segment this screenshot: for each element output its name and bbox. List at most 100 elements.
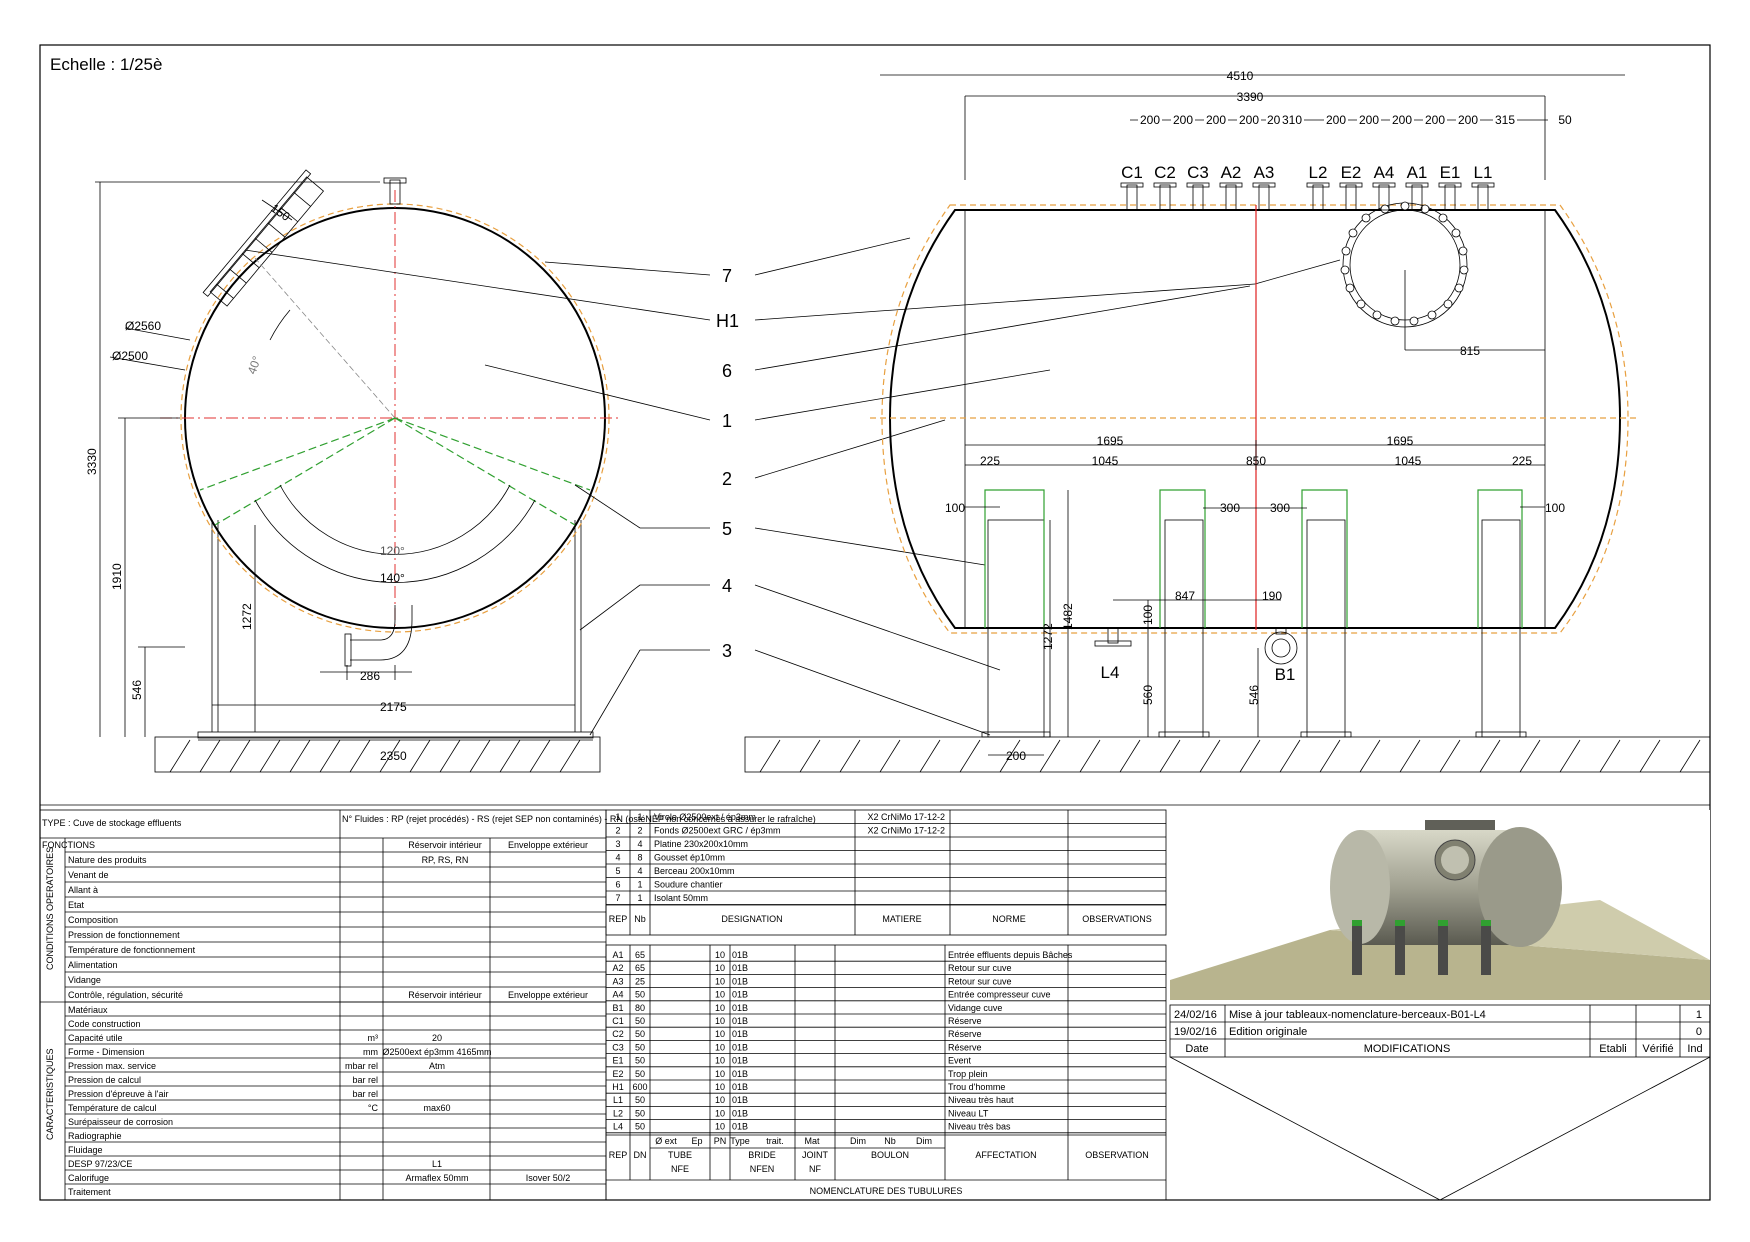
spec-row2-label: Pression d'épreuve à l'air: [68, 1089, 169, 1099]
nozzle-row-type: 01B: [732, 1122, 748, 1132]
dim-225-left: 225: [980, 454, 1000, 468]
nozzle-header-mat: Mat: [804, 1136, 820, 1146]
nozzle-header-trait: trait.: [766, 1136, 784, 1146]
spacing-11: 200: [1458, 113, 1478, 127]
ground-slab-right: [744, 736, 1711, 773]
nozzle-row-pn: 10: [715, 1095, 725, 1105]
callout-6: 6: [722, 361, 732, 381]
dim-1272: 1272: [240, 603, 254, 630]
spec-row2-unit: m³: [368, 1033, 379, 1043]
spec-row2-label: Pression max. service: [68, 1061, 156, 1071]
mod-header-modifications: MODIFICATIONS: [1364, 1043, 1451, 1055]
nozzle-row-dn: 50: [635, 1042, 645, 1052]
spacing-7: 200: [1326, 113, 1346, 127]
parts-row-designation: Isolant 50mm: [654, 893, 708, 903]
nozzle-row-type: 01B: [732, 990, 748, 1000]
nozzle-row-pn: 10: [715, 963, 725, 973]
nozzle-row-type: 01B: [732, 1029, 748, 1039]
nozzle-row-affectation: Niveau LT: [948, 1108, 989, 1118]
nozzle-sub-tube: NFE: [671, 1164, 689, 1174]
spec-row2-unit: bar rel: [352, 1075, 378, 1085]
nozzle-c3: C3: [1187, 163, 1209, 182]
dim-546: 546: [130, 680, 144, 700]
manhole-side: [202, 169, 325, 307]
spacing-9: 200: [1392, 113, 1412, 127]
nozzle-l1: L1: [1474, 163, 1493, 182]
dim-225-right: 225: [1512, 454, 1532, 468]
parts-row-nb: 4: [637, 839, 642, 849]
drawing-frame: [39, 44, 1711, 1201]
nozzle-header-dn: DN: [634, 1150, 647, 1160]
spec-row2-label: Température de calcul: [68, 1103, 157, 1113]
nozzle-row-affectation: Trou d'homme: [948, 1082, 1005, 1092]
parts-header-nb: Nb: [634, 914, 646, 924]
nozzle-row-rep: C2: [612, 1029, 624, 1039]
mod-header-etabli: Etabli: [1599, 1043, 1627, 1055]
dim-1482: 1482: [1061, 603, 1075, 630]
spec-row2-label: Code construction: [68, 1019, 141, 1029]
mod-row1-date: 24/02/16: [1174, 1009, 1217, 1021]
callout-4: 4: [722, 576, 732, 596]
spec-section-caracteristiques: CARACTERISTIQUES: [45, 1048, 55, 1140]
spec-row1-label: Vidange: [68, 975, 101, 985]
nozzle-row-affectation: Niveau très haut: [948, 1095, 1014, 1105]
callout-leaders: [244, 237, 1341, 736]
nozzle-row-dn: 65: [635, 963, 645, 973]
nozzle-header-boulon: BOULON: [871, 1150, 909, 1160]
nozzle-row-dn: 600: [632, 1082, 647, 1092]
dim-200: 200: [1006, 749, 1026, 763]
nozzle-row-pn: 10: [715, 1108, 725, 1118]
mod-header-date: Date: [1185, 1043, 1208, 1055]
nozzle-row-rep: C1: [612, 1016, 624, 1026]
nozzle-row-rep: A4: [612, 990, 623, 1000]
nozzle-row-dn: 50: [635, 1069, 645, 1079]
nozzle-header-rep: REP: [609, 1150, 628, 1160]
nozzle-row-dn: 50: [635, 1108, 645, 1118]
angle-140: 140°: [380, 571, 405, 585]
parts-row-nb: 1: [637, 812, 642, 822]
dim-d2560: Ø2560: [125, 319, 161, 333]
nozzle-row-pn: 10: [715, 990, 725, 1000]
spec-row2-unit: °C: [368, 1103, 379, 1113]
nozzle-header-ep: Ep: [691, 1136, 702, 1146]
dim-100-vertical: 100: [1141, 605, 1155, 625]
spec-fluids: N° Fluides : RP (rejet procédés) - RS (r…: [342, 814, 816, 824]
parts-row-matiere: X2 CrNiMo 17-12-2: [867, 826, 945, 836]
dim-1045-right: 1045: [1395, 454, 1422, 468]
ground-hatch-left: [169, 739, 581, 773]
spec-row1-label: Allant à: [68, 885, 98, 895]
parts-row-rep: 1: [615, 812, 620, 822]
parts-row-designation: Soudure chantier: [654, 880, 723, 890]
parts-row-nb: 1: [637, 893, 642, 903]
spec-row1-label: Contrôle, régulation, sécurité: [68, 990, 183, 1000]
spec-row1-int: RP, RS, RN: [422, 855, 469, 865]
dim-1695-right: 1695: [1387, 434, 1414, 448]
dim-2350: 2350: [380, 749, 407, 763]
spec-row1-label: Venant de: [68, 870, 109, 880]
angle-40: 40°: [245, 354, 264, 376]
spec-row2-int: Ø2500ext ép3mm 4165mm: [382, 1047, 491, 1057]
dim-300-right: 300: [1270, 501, 1290, 515]
spec-row2-label: Forme - Dimension: [68, 1047, 145, 1057]
spec-row1-label: Alimentation: [68, 960, 118, 970]
spacing-6: 310: [1282, 113, 1302, 127]
parts-header-observations: OBSERVATIONS: [1082, 914, 1152, 924]
nozzle-row-type: 01B: [732, 1095, 748, 1105]
nozzle-row-affectation: Retour sur cuve: [948, 976, 1012, 986]
spec-row1-label: Nature des produits: [68, 855, 147, 865]
nozzle-row-type: 01B: [732, 1108, 748, 1118]
spec-row1-label: Etat: [68, 900, 85, 910]
spec-row2-unit: mm: [363, 1047, 378, 1057]
parts-row-nb: 4: [637, 866, 642, 876]
nozzle-row-type: 01B: [732, 950, 748, 960]
spec-section-conditions: CONDITIONS OPERATOIRES: [45, 847, 55, 970]
dim-3330: 3330: [85, 448, 99, 475]
dim-100-left: 100: [945, 501, 965, 515]
parts-row-rep: 5: [615, 866, 620, 876]
nozzle-row-pn: 10: [715, 976, 725, 986]
parts-row-rep: 4: [615, 853, 620, 863]
spacing-1: 200: [1140, 113, 1160, 127]
dim-546-side: 546: [1247, 685, 1261, 705]
nozzle-e2: E2: [1341, 163, 1362, 182]
